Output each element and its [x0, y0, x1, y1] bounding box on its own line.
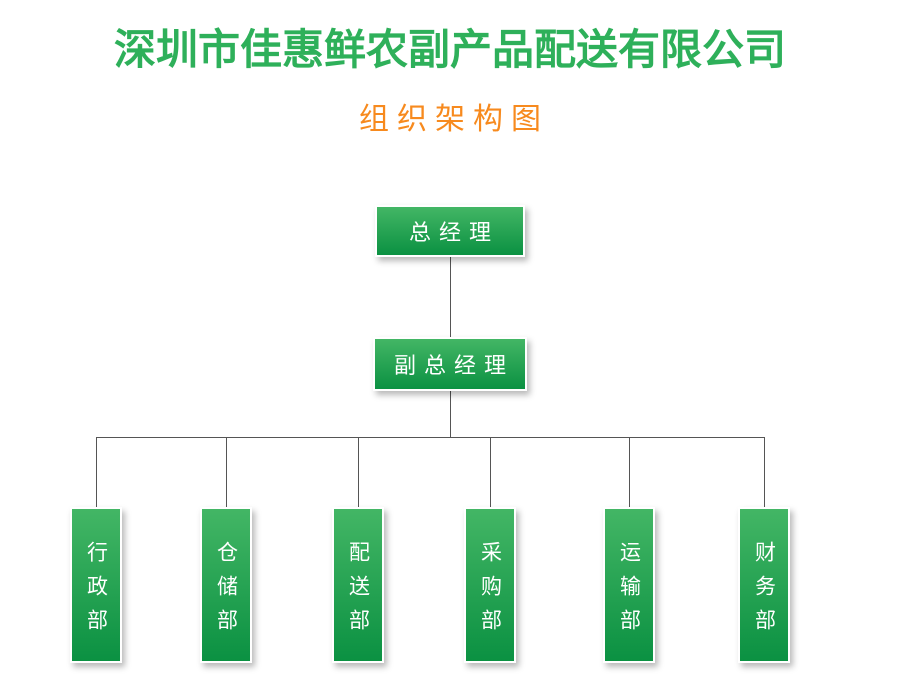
org-node-label: 财务部 — [752, 540, 776, 643]
connector-deputy-to-bus — [450, 391, 451, 437]
org-node-label: 行政部 — [84, 540, 108, 643]
connector-drop-finance-dept — [764, 437, 765, 507]
org-node-delivery-dept: 配送部 — [332, 507, 384, 663]
connector-drop-delivery-dept — [358, 437, 359, 507]
org-node-label: 副总经理 — [393, 353, 514, 378]
connector-bus-line — [96, 437, 765, 438]
org-node-label: 运输部 — [617, 540, 641, 643]
chart-subtitle: 组织架构图 — [359, 103, 549, 136]
org-node-transport-dept: 运输部 — [603, 507, 655, 663]
org-node-warehouse-dept: 仓储部 — [200, 507, 252, 663]
connector-drop-warehouse-dept — [226, 437, 227, 507]
org-node-deputy-general-manager: 副总经理 — [373, 337, 527, 391]
org-node-finance-dept: 财务部 — [738, 507, 790, 663]
org-node-general-manager: 总经理 — [375, 205, 525, 257]
org-node-label: 仓储部 — [214, 540, 238, 643]
org-node-label: 采购部 — [478, 540, 502, 643]
org-node-label: 配送部 — [346, 540, 370, 643]
company-title: 深圳市佳惠鲜农副产品配送有限公司 — [113, 26, 786, 73]
connector-gm-to-deputy — [450, 257, 451, 337]
org-node-label: 总经理 — [408, 220, 499, 245]
org-node-purchasing-dept: 采购部 — [464, 507, 516, 663]
connector-drop-transport-dept — [629, 437, 630, 507]
org-node-admin-dept: 行政部 — [70, 507, 122, 663]
connector-drop-purchasing-dept — [490, 437, 491, 507]
connector-drop-admin-dept — [96, 437, 97, 507]
